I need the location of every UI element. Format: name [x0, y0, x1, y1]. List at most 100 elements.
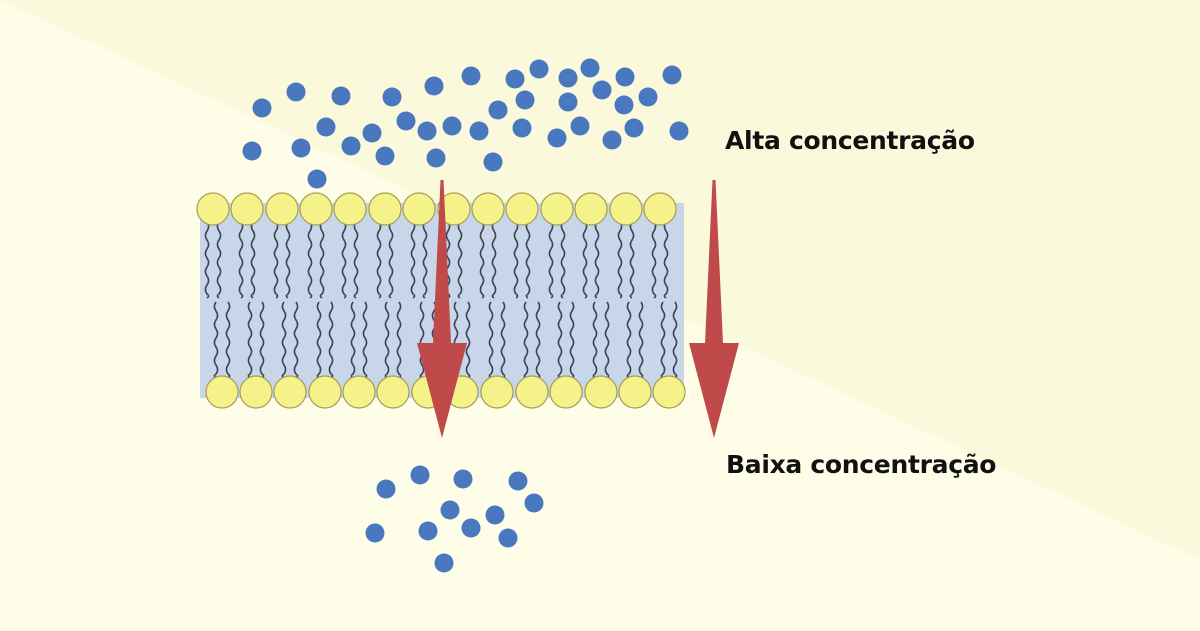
lipid-tail — [419, 301, 425, 379]
lipid-tail — [523, 301, 529, 379]
phospholipid-head — [333, 192, 367, 226]
molecule — [558, 92, 578, 112]
lipid-tail — [638, 301, 644, 379]
lipid-tail — [626, 301, 632, 379]
molecule — [434, 553, 454, 573]
molecule — [469, 121, 489, 141]
lipid-tail — [660, 301, 666, 379]
lipid-tails — [204, 221, 678, 379]
lipid-tail — [557, 301, 563, 379]
molecule — [410, 465, 430, 485]
phospholipid-head — [230, 192, 264, 226]
molecule — [669, 121, 689, 141]
lipid-tail — [651, 221, 657, 299]
molecule — [524, 493, 544, 513]
phospholipid-head — [273, 375, 307, 409]
molecule — [602, 130, 622, 150]
molecule — [242, 141, 262, 161]
molecule — [662, 65, 682, 85]
molecule — [485, 505, 505, 525]
lipid-tail — [569, 301, 575, 379]
phospholipid-head — [549, 375, 583, 409]
lipid-tail — [396, 301, 402, 379]
molecule — [365, 523, 385, 543]
molecule — [580, 58, 600, 78]
molecule — [508, 471, 528, 491]
molecule — [547, 128, 567, 148]
lipid-tail — [238, 221, 244, 299]
down-arrow — [417, 180, 467, 438]
molecule — [418, 521, 438, 541]
phospholipid-head — [368, 192, 402, 226]
phospholipid-head — [574, 192, 608, 226]
phospholipid-head — [239, 375, 273, 409]
molecule — [624, 118, 644, 138]
molecule — [331, 86, 351, 106]
lipid-tail — [384, 301, 390, 379]
molecule — [461, 518, 481, 538]
lipid-tail — [213, 301, 219, 379]
concentration-arrows — [417, 180, 739, 438]
molecule — [286, 82, 306, 102]
lipid-tail — [525, 221, 531, 299]
phospholipid-head — [402, 192, 436, 226]
molecule — [252, 98, 272, 118]
phospholipid-head — [480, 375, 514, 409]
molecule — [505, 69, 525, 89]
molecule — [362, 123, 382, 143]
molecule — [341, 136, 361, 156]
molecule — [614, 95, 634, 115]
lipid-tail — [350, 301, 356, 379]
lipid-tail — [479, 221, 485, 299]
phospholipid-head — [609, 192, 643, 226]
molecule — [488, 100, 508, 120]
lipid-tail — [594, 221, 600, 299]
lipid-tail — [388, 221, 394, 299]
lipid-tail — [465, 301, 471, 379]
lipid-tail — [293, 301, 299, 379]
molecule — [529, 59, 549, 79]
molecule — [558, 68, 578, 88]
phospholipid-head — [376, 375, 410, 409]
molecule — [291, 138, 311, 158]
lipid-tail — [376, 221, 382, 299]
phospholipid-head — [342, 375, 376, 409]
phospholipid-head — [299, 192, 333, 226]
molecules — [242, 58, 689, 573]
lipid-tail — [672, 301, 678, 379]
lipid-tail — [307, 221, 313, 299]
lipid-tail — [663, 221, 669, 299]
molecule — [592, 80, 612, 100]
phospholipid-head — [437, 192, 471, 226]
phospholipid-head — [308, 375, 342, 409]
molecule — [316, 117, 336, 137]
lipid-tail — [225, 301, 231, 379]
lipid-tail — [491, 221, 497, 299]
molecule — [396, 111, 416, 131]
lipid-tail — [513, 221, 519, 299]
molecule — [417, 121, 437, 141]
phospholipid-heads — [196, 192, 686, 409]
phospholipid-head — [540, 192, 574, 226]
lipid-tail — [247, 301, 253, 379]
lipid-tail — [410, 221, 416, 299]
lipid-tail — [560, 221, 566, 299]
phospholipid-head — [196, 192, 230, 226]
molecule — [512, 118, 532, 138]
lipid-tail — [422, 221, 428, 299]
phospholipid-head — [584, 375, 618, 409]
molecule — [307, 169, 327, 189]
lipid-tail — [362, 301, 368, 379]
lipid-tail — [285, 221, 291, 299]
lipid-tail — [281, 301, 287, 379]
phospholipid-head — [471, 192, 505, 226]
lipid-tail — [604, 301, 610, 379]
lipid-tail — [629, 221, 635, 299]
lipid-tail — [250, 221, 256, 299]
lipid-tail — [582, 221, 588, 299]
phospholipid-head — [652, 375, 686, 409]
lipid-tail — [216, 221, 222, 299]
molecule — [375, 146, 395, 166]
phospholipid-head — [515, 375, 549, 409]
molecule — [376, 479, 396, 499]
